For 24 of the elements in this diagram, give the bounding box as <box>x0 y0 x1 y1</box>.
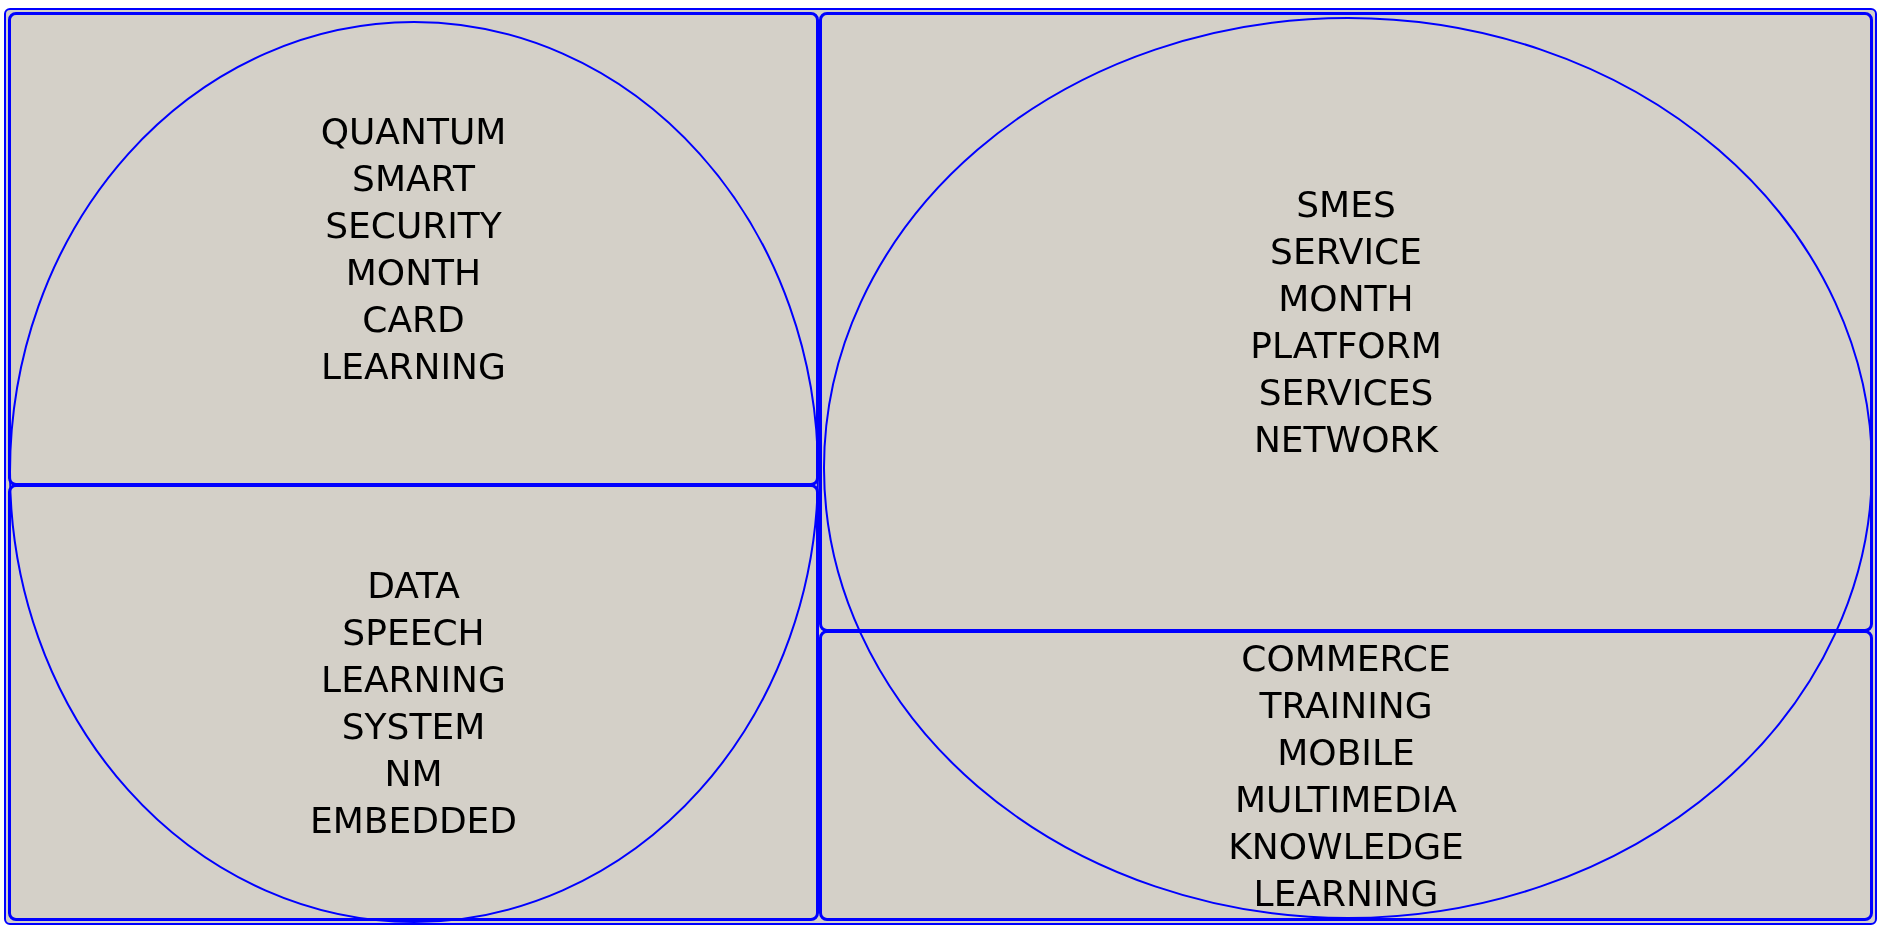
keyword-label: SYSTEM <box>341 704 486 749</box>
keyword-label: MONTH <box>345 251 482 295</box>
keyword-label: PLATFORM <box>1250 324 1442 368</box>
keyword-label: LEARNING <box>321 657 506 702</box>
keyword-label: MULTIMEDIA <box>1235 777 1457 822</box>
keyword-label: LEARNING <box>321 345 506 389</box>
keyword-label: SERVICES <box>1258 371 1434 415</box>
keyword-label: SMES <box>1296 183 1396 227</box>
keyword-label: SERVICE <box>1270 230 1422 274</box>
keyword-label: KNOWLEDGE <box>1228 824 1464 869</box>
keyword-label: MONTH <box>1278 277 1414 321</box>
keyword-label: TRAINING <box>1259 683 1433 728</box>
keyword-label: MOBILE <box>1277 730 1415 775</box>
keyword-label: EMBEDDED <box>309 798 518 843</box>
keyword-label: LEARNING <box>1253 871 1439 916</box>
keyword-label: SMART <box>352 157 475 201</box>
keyword-label: SPEECH <box>342 610 485 655</box>
keyword-label: QUANTUM <box>320 110 507 154</box>
keyword-label: NM <box>384 751 443 796</box>
keyword-label: NETWORK <box>1253 418 1439 462</box>
keyword-label: SECURITY <box>325 204 502 248</box>
keyword-label: COMMERCE <box>1241 636 1451 681</box>
keyword-label: CARD <box>362 298 465 342</box>
keyword-label: DATA <box>367 563 460 608</box>
